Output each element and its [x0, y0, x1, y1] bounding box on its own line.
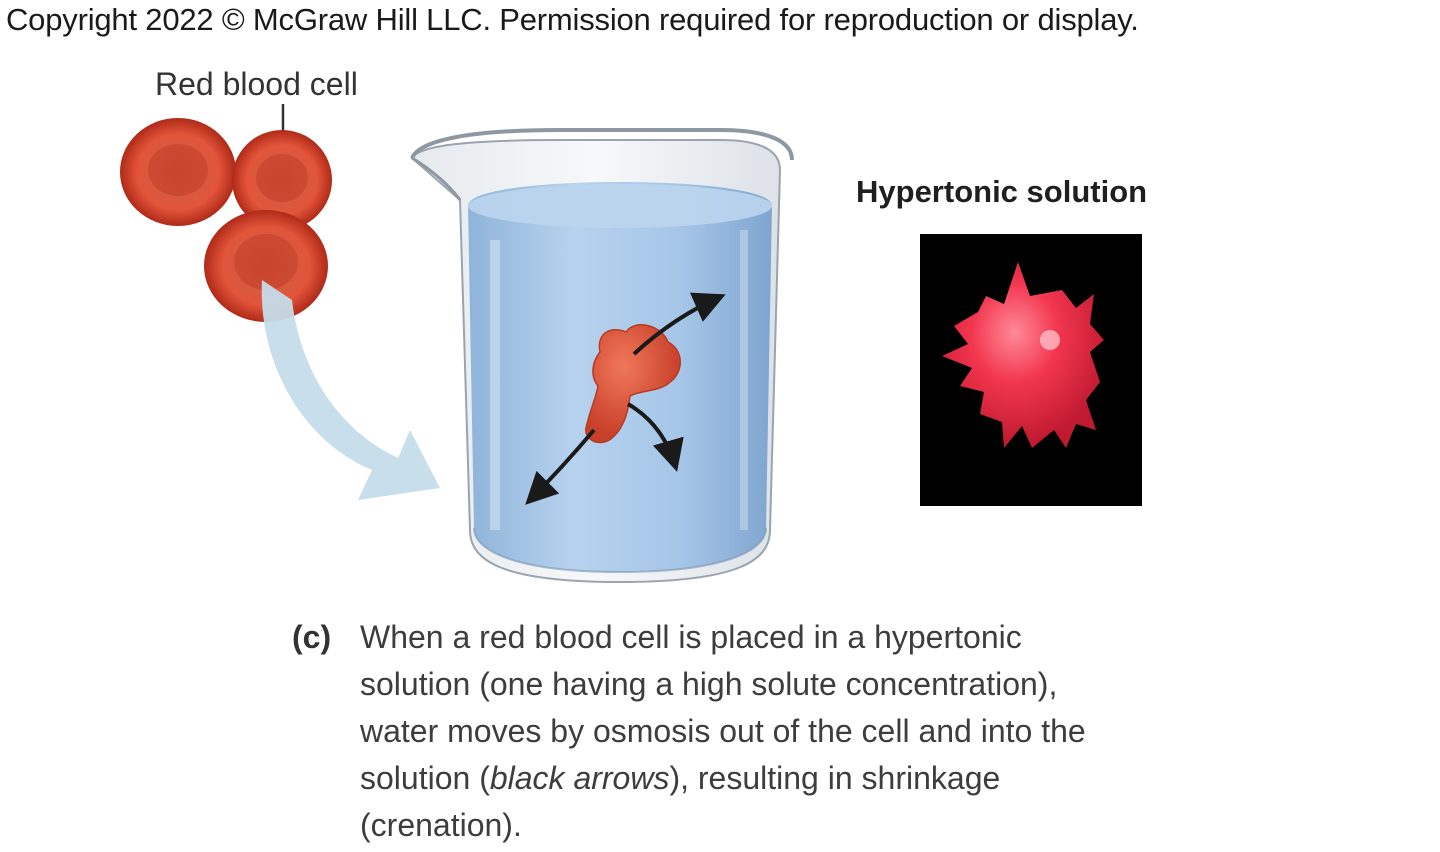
caption-line: solution (black arrows), resulting in sh…	[360, 755, 1252, 802]
caption-tag: (c)	[292, 619, 332, 655]
copyright-notice: Copyright 2022 © McGraw Hill LLC. Permis…	[6, 2, 1139, 37]
caption-text: ), resulting in shrinkage	[669, 760, 1001, 796]
caption-emphasis: black arrows	[489, 760, 670, 796]
hypertonic-solution-label: Hypertonic solution	[856, 174, 1148, 209]
figure-caption: (c) When a red blood cell is placed in a…	[292, 614, 1252, 849]
caption-text: solution (	[360, 760, 490, 796]
crenated-cell-micrograph	[920, 234, 1142, 506]
osmosis-arrow-icon	[626, 402, 684, 472]
caption-line: When a red blood cell is placed in a hyp…	[360, 619, 1022, 655]
red-blood-cell-label: Red blood cell	[155, 66, 358, 102]
caption-line: (crenation).	[360, 807, 522, 843]
red-blood-cell-icon	[232, 130, 332, 230]
caption-line: water moves by osmosis out of the cell a…	[360, 713, 1086, 749]
osmosis-arrow-icon	[525, 428, 596, 505]
transfer-arrow-icon	[261, 280, 440, 500]
shrunken-cell-icon	[585, 324, 681, 444]
osmosis-arrow-icon	[632, 292, 726, 356]
caption-line: solution (one having a high solute conce…	[360, 666, 1058, 702]
red-blood-cell-icon	[204, 210, 328, 322]
red-blood-cell-icon	[120, 118, 236, 226]
